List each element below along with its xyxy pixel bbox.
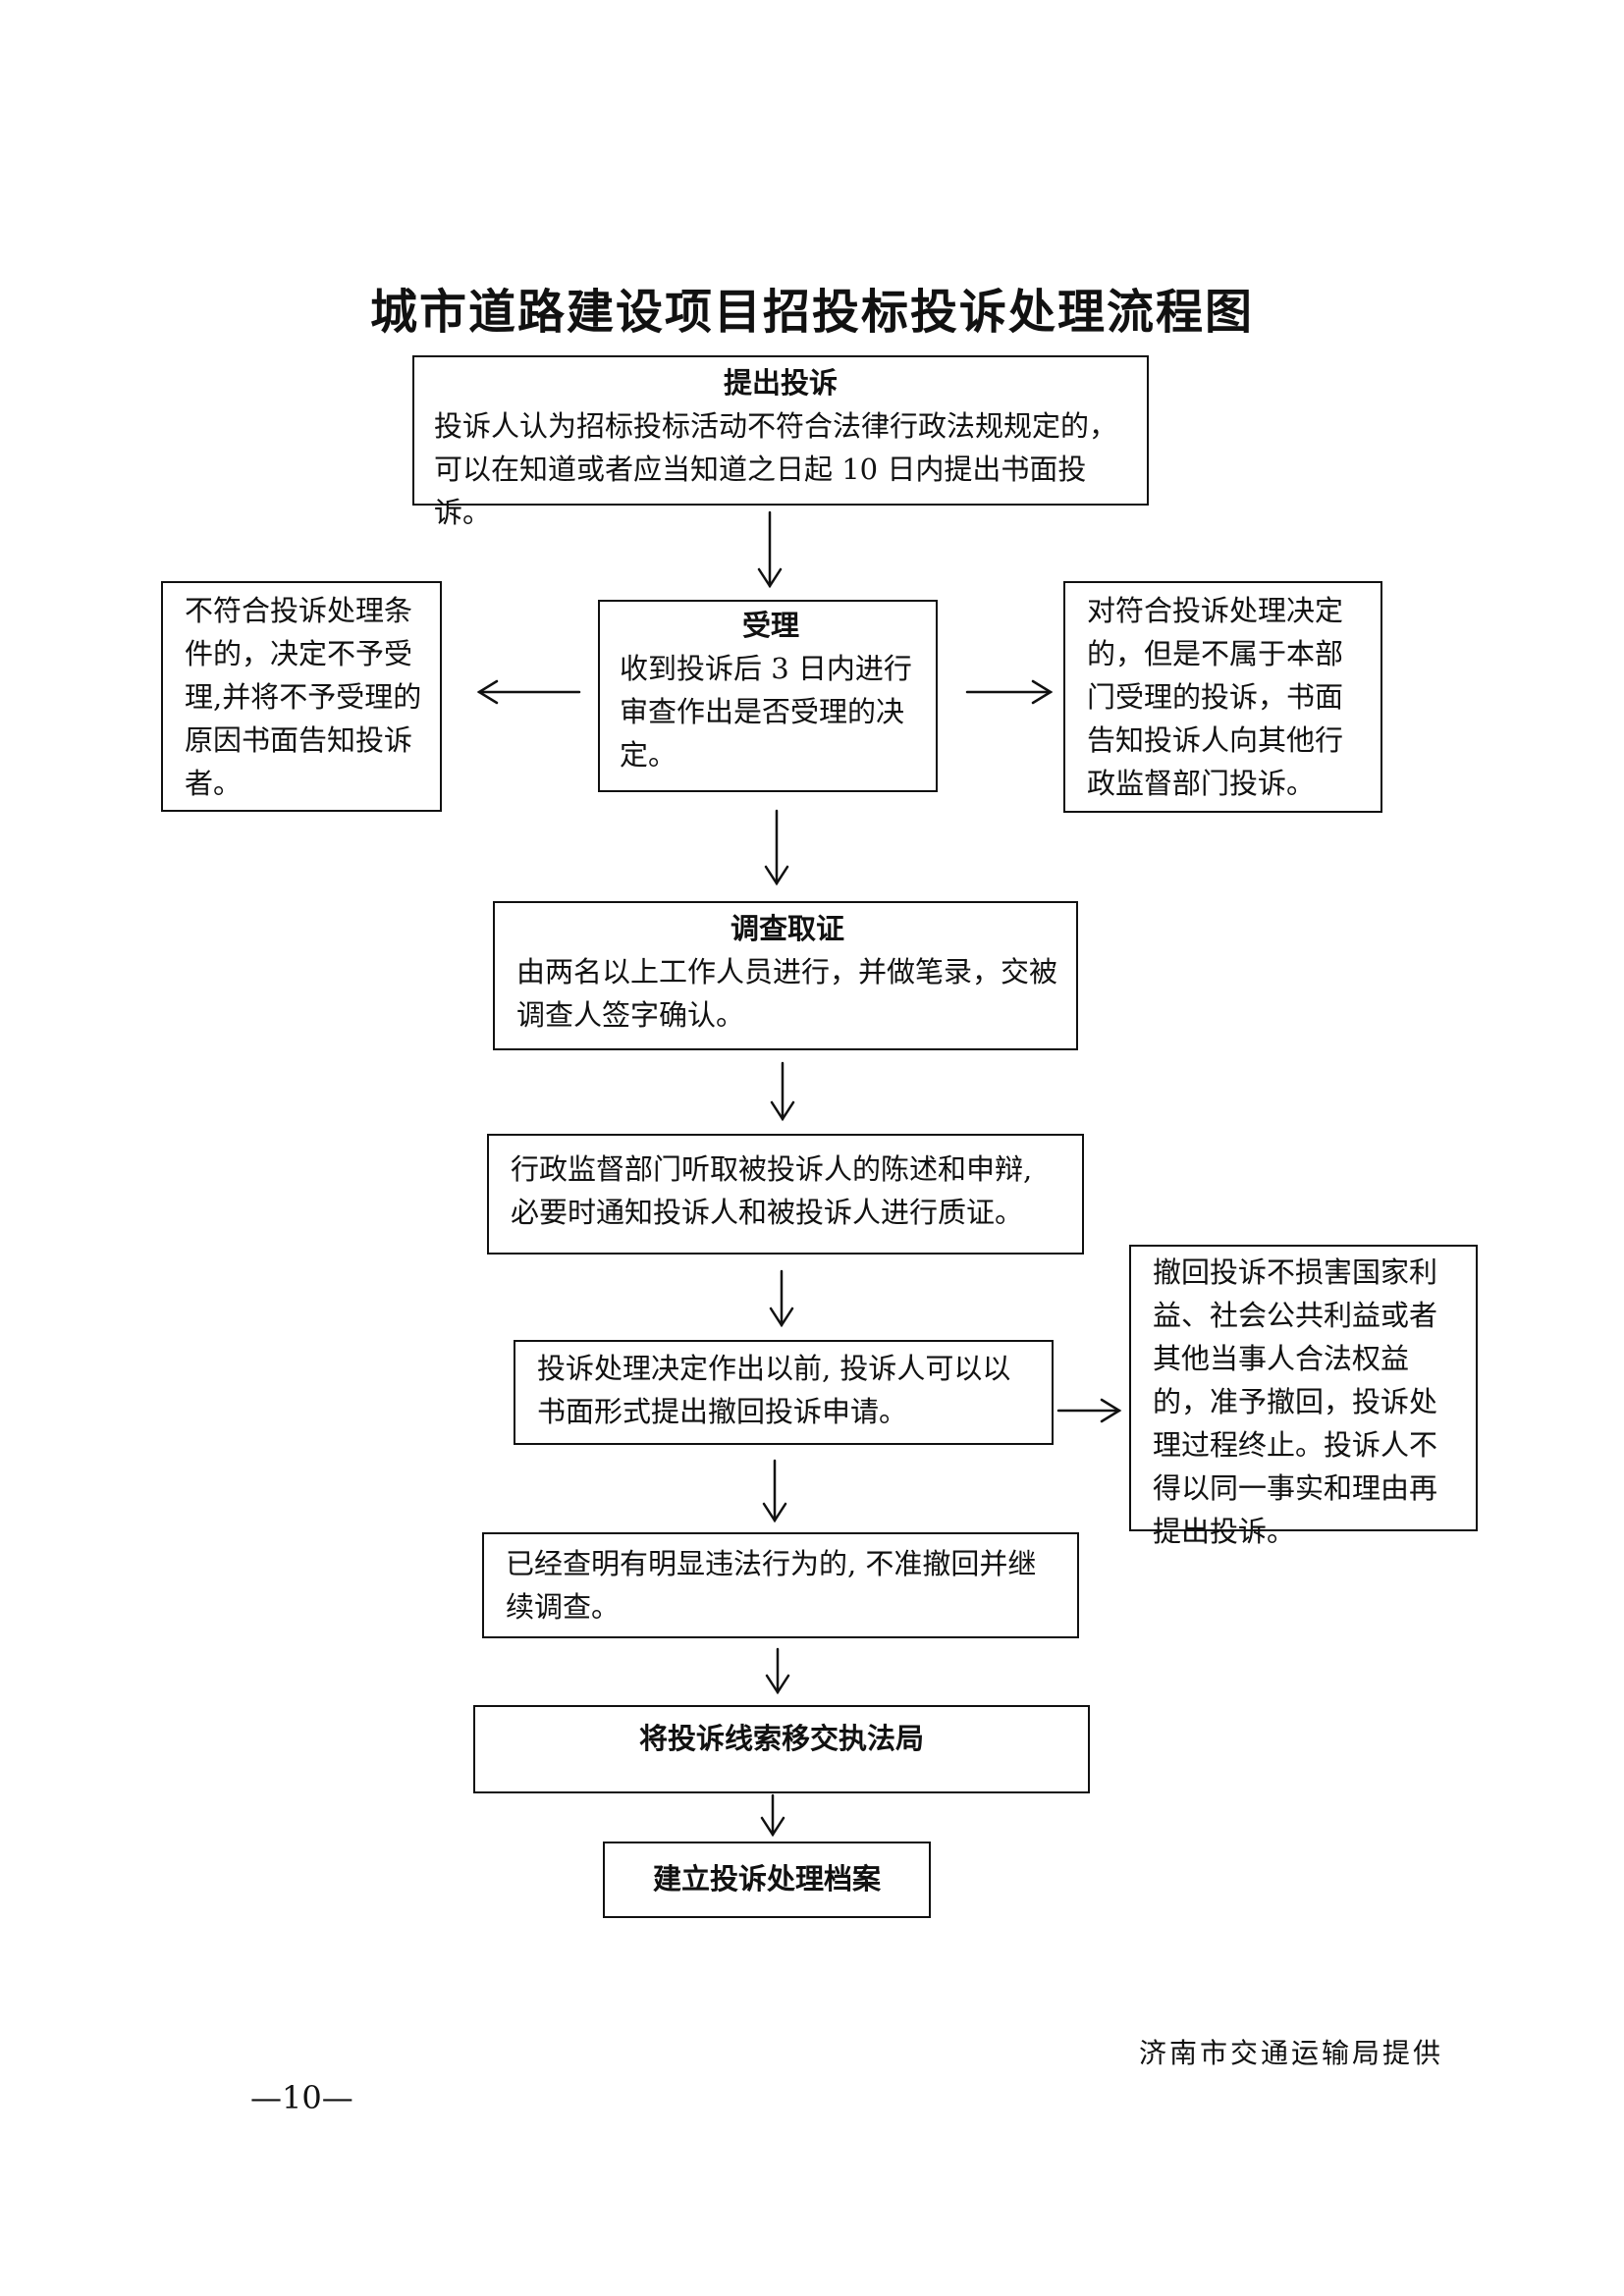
- arrow-accept-to-redirect: [965, 679, 1054, 705]
- node-accept: 受理 收到投诉后 3 日内进行审查作出是否受理的决定。: [598, 600, 938, 792]
- node-heading: 受理: [741, 609, 799, 642]
- node-text: 由两名以上工作人员进行，并做笔录，交被调查人签字确认。: [516, 955, 1058, 1032]
- node-text: 对符合投诉处理决定的，但是不属于本部门受理的投诉，书面告知投诉人向其他行政监督部…: [1087, 594, 1344, 800]
- arrow-investigate-to-hearing: [770, 1061, 795, 1122]
- node-heading: 调查取证: [730, 912, 844, 945]
- node-text: 行政监督部门听取被投诉人的陈述和申辩, 必要时通知投诉人和被投诉人进行质证。: [511, 1152, 1033, 1229]
- node-text: 投诉处理决定作出以前, 投诉人可以以书面形式提出撤回投诉申请。: [537, 1352, 1011, 1428]
- arrow-withdraw-to-result: [1056, 1398, 1122, 1423]
- node-text: 已经查明有明显违法行为的, 不准撤回并继续调查。: [506, 1547, 1037, 1624]
- node-archive: 建立投诉处理档案: [603, 1842, 931, 1918]
- node-text: 收到投诉后 3 日内进行审查作出是否受理的决定。: [620, 652, 912, 772]
- node-text: 投诉人认为招标投标活动不符合法律行政法规规定的，可以在知道或者应当知道之日起 1…: [434, 409, 1118, 529]
- arrow-accept-to-investigate: [764, 809, 789, 886]
- arrow-hearing-to-withdraw: [769, 1269, 794, 1328]
- node-heading: 提出投诉: [723, 366, 838, 400]
- node-no-withdraw: 已经查明有明显违法行为的, 不准撤回并继续调查。: [482, 1532, 1079, 1638]
- node-redirect: 对符合投诉处理决定的，但是不属于本部门受理的投诉，书面告知投诉人向其他行政监督部…: [1063, 581, 1382, 813]
- node-withdraw-result: 撤回投诉不损害国家利益、社会公共利益或者其他当事人合法权益的，准予撤回，投诉处理…: [1129, 1245, 1478, 1548]
- arrow-withdraw-to-no-withdraw: [762, 1459, 787, 1523]
- node-withdraw-request: 投诉处理决定作出以前, 投诉人可以以书面形式提出撤回投诉申请。: [514, 1340, 1054, 1445]
- page-number: —10—: [250, 2079, 353, 2116]
- arrow-transfer-to-archive: [760, 1793, 785, 1838]
- node-text: 建立投诉处理档案: [652, 1862, 881, 1896]
- node-text: 将投诉线索移交执法局: [638, 1722, 924, 1755]
- page-title: 城市道路建设项目招投标投诉处理流程图: [369, 285, 1254, 340]
- node-text: 不符合投诉处理条件的，决定不予受理,并将不予受理的原因书面告知投诉者。: [185, 594, 422, 800]
- arrow-accept-to-reject: [476, 679, 581, 705]
- node-hearing: 行政监督部门听取被投诉人的陈述和申辩, 必要时通知投诉人和被投诉人进行质证。: [487, 1134, 1084, 1255]
- node-investigate: 调查取证 由两名以上工作人员进行，并做笔录，交被调查人签字确认。: [493, 901, 1078, 1050]
- provider-credit: 济南市交通运输局提供: [1139, 2037, 1444, 2069]
- arrow-no-withdraw-to-transfer: [765, 1647, 790, 1695]
- node-transfer: 将投诉线索移交执法局: [473, 1705, 1090, 1793]
- node-reject: 不符合投诉处理条件的，决定不予受理,并将不予受理的原因书面告知投诉者。: [161, 581, 442, 812]
- arrow-submit-to-accept: [757, 510, 783, 589]
- node-text: 撤回投诉不损害国家利益、社会公共利益或者其他当事人合法权益的，准予撤回，投诉处理…: [1153, 1255, 1438, 1548]
- node-submit-complaint: 提出投诉 投诉人认为招标投标活动不符合法律行政法规规定的，可以在知道或者应当知道…: [412, 355, 1149, 529]
